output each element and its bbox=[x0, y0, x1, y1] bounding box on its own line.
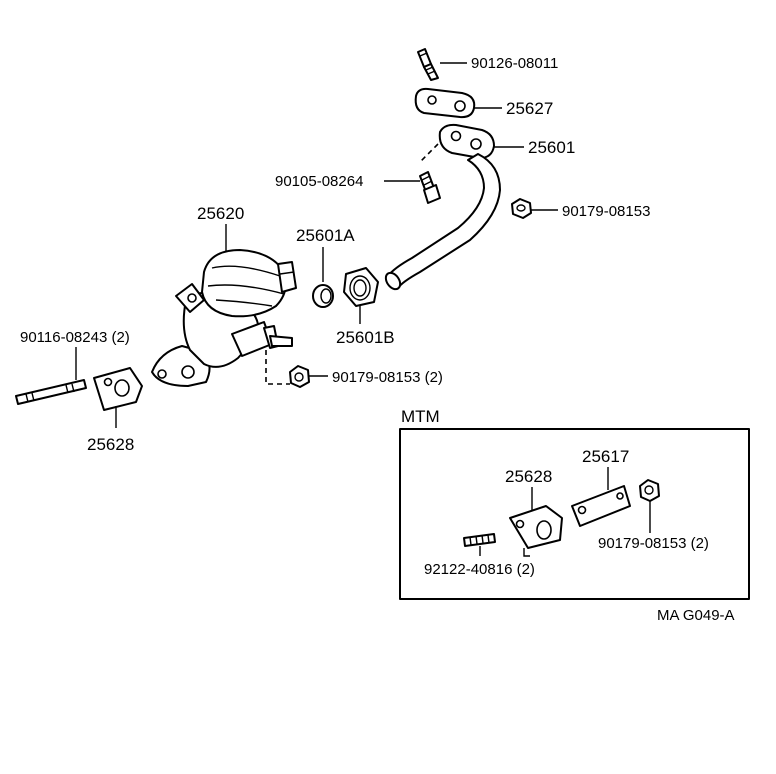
label-pipe: 25601 bbox=[528, 138, 575, 157]
label-inset-stud: 92122-40816 (2) bbox=[424, 561, 535, 578]
label-union-b: 25601B bbox=[336, 328, 395, 347]
label-screw: 90105-08264 bbox=[275, 173, 363, 190]
gasket-top bbox=[414, 87, 476, 119]
union-b bbox=[343, 267, 379, 307]
label-gasket-top: 25627 bbox=[506, 99, 553, 118]
gasket-left bbox=[93, 367, 143, 411]
label-nut-right: 90179-08153 bbox=[562, 203, 650, 220]
label-inset-nut: 90179-08153 (2) bbox=[598, 535, 709, 552]
pipe bbox=[384, 123, 501, 291]
inset-gasket bbox=[509, 505, 563, 557]
valve-body bbox=[151, 249, 297, 387]
label-gasket-left: 25628 bbox=[87, 435, 134, 454]
label-valve: 25620 bbox=[197, 204, 244, 223]
figure-code: MA G049-A bbox=[657, 607, 735, 624]
union-a bbox=[312, 284, 334, 308]
inset-nut bbox=[639, 479, 660, 502]
label-inset-gasket: 25628 bbox=[505, 467, 552, 486]
nut-right bbox=[511, 198, 532, 219]
inset-frame bbox=[399, 428, 750, 600]
inset-bracket bbox=[571, 485, 631, 527]
stud-left bbox=[15, 379, 87, 405]
label-nut-bottom: 90179-08153 (2) bbox=[332, 369, 443, 386]
inset-title: MTM bbox=[401, 407, 440, 426]
label-union-a: 25601A bbox=[296, 226, 355, 245]
inset-stud bbox=[463, 533, 496, 547]
bolt-top bbox=[417, 48, 439, 81]
label-stud-left: 90116-08243 (2) bbox=[20, 329, 130, 346]
nut-bottom bbox=[289, 365, 310, 388]
label-bolt-top: 90126-08011 bbox=[471, 55, 558, 72]
screw bbox=[419, 143, 441, 204]
label-inset-bracket: 25617 bbox=[582, 447, 629, 466]
